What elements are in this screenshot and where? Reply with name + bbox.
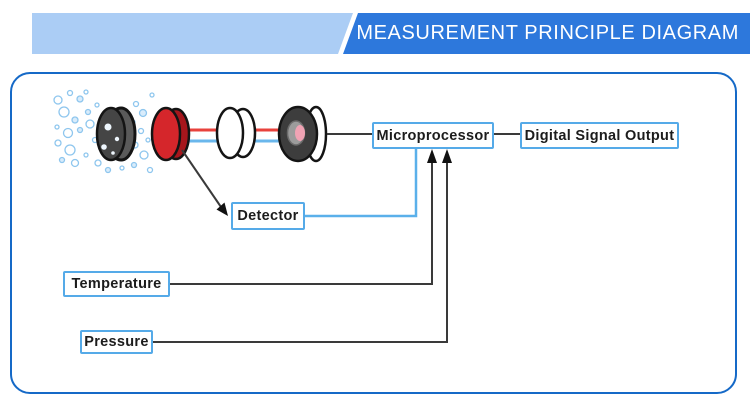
digital-signal-output-box: Digital Signal Output <box>520 122 679 149</box>
header-light-band <box>32 13 353 54</box>
ir-emitter-icon <box>150 106 191 162</box>
digital-signal-output-label: Digital Signal Output <box>524 127 675 144</box>
pressure-box: Pressure <box>80 330 153 354</box>
temperature-box: Temperature <box>63 271 170 297</box>
sample-chamber-icon <box>95 106 137 162</box>
microprocessor-label: Microprocessor <box>376 127 490 144</box>
microprocessor-box: Microprocessor <box>372 122 494 149</box>
optical-filter-icon <box>215 106 257 160</box>
header-banner: MEASUREMENT PRINCIPLE DIAGRAM <box>343 13 750 54</box>
pressure-signal-connector <box>153 149 452 343</box>
temperature-label: Temperature <box>71 276 162 292</box>
pressure-label: Pressure <box>84 334 149 350</box>
gas-bubbles-icon <box>53 89 155 174</box>
page-title: MEASUREMENT PRINCIPLE DIAGRAM <box>356 22 739 44</box>
detector-box: Detector <box>231 202 305 230</box>
detector-label: Detector <box>237 208 299 224</box>
photodetector-icon <box>277 105 328 163</box>
detector-signal-connector <box>305 149 418 218</box>
temperature-signal-connector <box>170 149 437 285</box>
emitter-to-detector-arrow <box>181 149 228 216</box>
